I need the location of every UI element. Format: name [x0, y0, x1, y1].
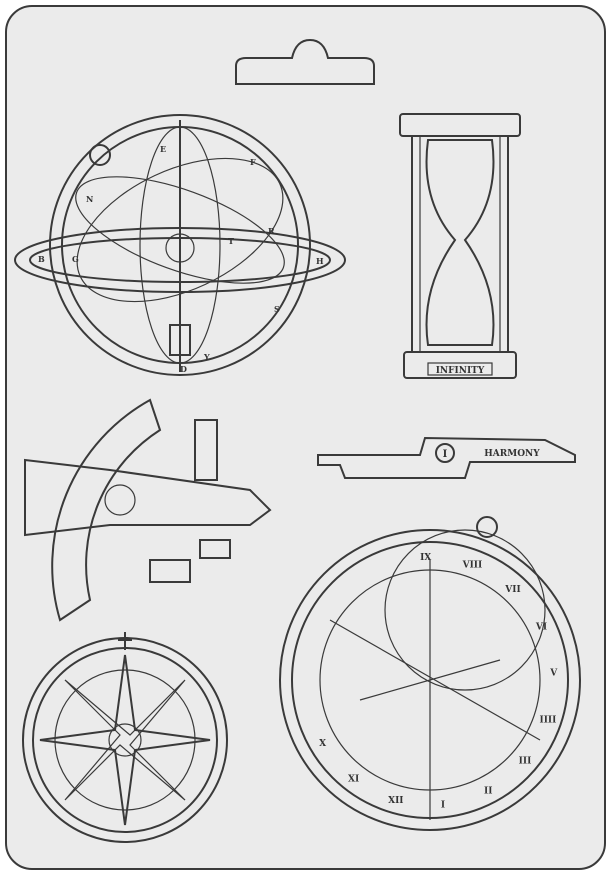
sphere-letter: D	[180, 364, 187, 374]
astrolabe-numeral: IIII	[540, 715, 557, 725]
sphere-letter: F	[250, 157, 256, 167]
astrolabe-numeral: XI	[348, 775, 359, 785]
astrolabe-numeral: IX	[420, 553, 431, 563]
sphere-letter: G	[72, 254, 79, 264]
ruler: I HARMONY	[317, 436, 576, 479]
astrolabe-numeral: XII	[388, 796, 403, 806]
sphere-letter: T	[228, 236, 234, 246]
sphere-letter: S	[274, 304, 280, 314]
sphere-letter: B	[38, 254, 45, 264]
astrolabe-numeral: V	[549, 668, 558, 678]
armillary-sphere: E F N B G T R H D Y S	[14, 114, 346, 376]
ruler-dial-numeral: I	[443, 449, 448, 460]
compass-rose	[22, 632, 228, 843]
sphere-letter: H	[316, 256, 324, 266]
astrolabe-numeral: III	[519, 757, 532, 767]
astrolabe-numeral: X	[319, 739, 326, 749]
hanging-tab	[235, 38, 375, 85]
sphere-letter: Y	[203, 352, 210, 362]
astrolabe-numeral: I	[441, 800, 445, 810]
sphere-letter: E	[160, 144, 166, 154]
astrolabe-numeral: VII	[504, 585, 520, 595]
hourglass: INFINITY	[399, 113, 521, 379]
astrolabe-numeral: VIII	[462, 560, 483, 570]
sphere-letter: R	[268, 226, 275, 236]
sextant	[24, 398, 272, 622]
sphere-letter: N	[86, 194, 93, 204]
astrolabe-numeral: VI	[535, 623, 547, 633]
astrolabe-numeral: II	[484, 786, 492, 796]
ruler-label: HARMONY	[484, 449, 540, 459]
hourglass-label: INFINITY	[436, 366, 485, 376]
